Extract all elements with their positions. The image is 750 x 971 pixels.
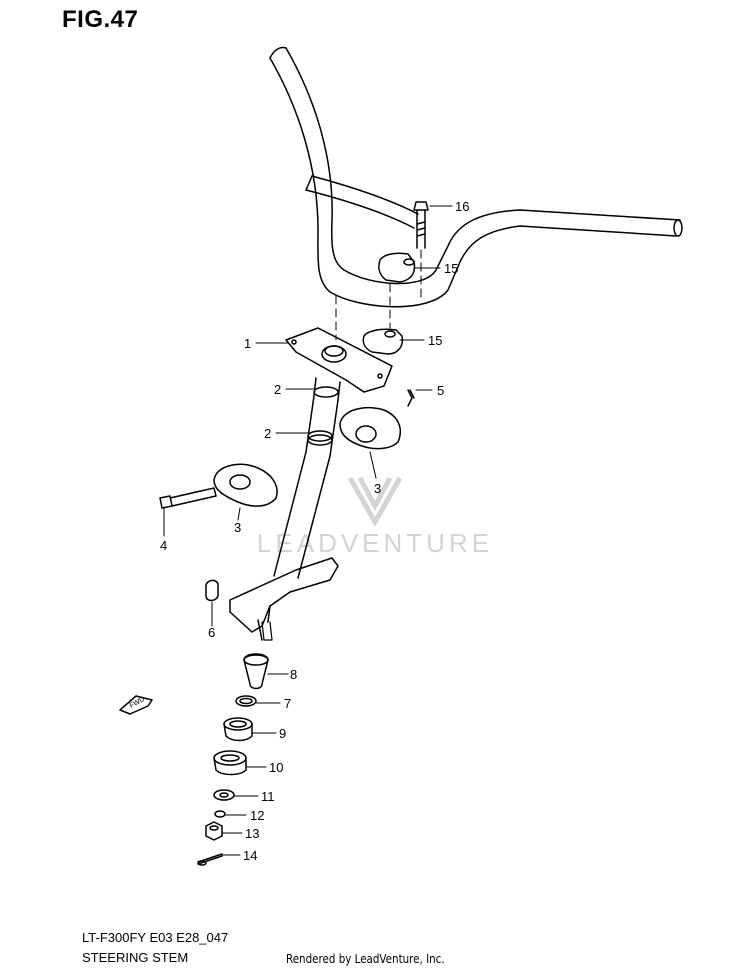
lower-cotter-pin (197, 853, 223, 866)
watermark-text: LEADVENTURE (257, 528, 493, 558)
callout-2-upper: 2 (274, 382, 281, 397)
small-washer (214, 810, 226, 818)
figure-title: FIG.47 (62, 6, 139, 33)
callout-14: 14 (243, 848, 257, 863)
callout-12: 12 (250, 808, 264, 823)
lower-handlebar-holder (362, 328, 404, 355)
castle-nut (205, 821, 223, 841)
callout-16: 16 (455, 199, 469, 214)
alignment-lines (335, 249, 422, 341)
watermark: LEADVENTURE (257, 476, 493, 558)
callout-15-upper: 15 (444, 261, 458, 276)
callout-4: 4 (160, 538, 167, 553)
holder-bolt (159, 487, 217, 509)
callout-3-left: 3 (234, 520, 241, 535)
lower-bearing (213, 750, 247, 776)
callout-labels: 16 15 15 1 2 5 2 3 3 4 6 8 7 9 10 11 12 … (160, 199, 469, 863)
callout-13: 13 (245, 826, 259, 841)
upper-handlebar-holder (378, 252, 416, 283)
callout-1: 1 (244, 336, 251, 351)
upper-bearing (243, 653, 269, 690)
callout-3-right: 3 (374, 481, 381, 496)
render-credit: Rendered by LeadVenture, Inc. (286, 952, 445, 966)
callout-11: 11 (261, 789, 275, 804)
bearing-holder-left (213, 463, 278, 507)
callout-8: 8 (290, 667, 297, 682)
callout-5: 5 (437, 383, 444, 398)
bushing (205, 579, 219, 602)
section-name: STEERING STEM (82, 950, 189, 965)
model-code: LT-F300FY E03 E28_047 (82, 930, 229, 945)
callout-2-lower: 2 (264, 426, 271, 441)
callout-7: 7 (284, 696, 291, 711)
cotter-pin (407, 389, 415, 407)
callout-15-lower: 15 (428, 333, 442, 348)
stem-lower-bracket (229, 557, 339, 641)
forward-arrow-icon: FWD (119, 695, 153, 715)
handlebar (269, 46, 683, 308)
o-ring (235, 695, 257, 707)
washer (213, 789, 235, 801)
bearing-holder-right (339, 406, 402, 450)
handlebar-bolt (413, 201, 429, 249)
callout-6: 6 (208, 625, 215, 640)
steering-shaft (273, 377, 341, 579)
oil-seal (223, 717, 253, 742)
leader-lines (163, 205, 453, 856)
stem-top-plate (285, 327, 393, 393)
callout-9: 9 (279, 726, 286, 741)
callout-10: 10 (269, 760, 283, 775)
